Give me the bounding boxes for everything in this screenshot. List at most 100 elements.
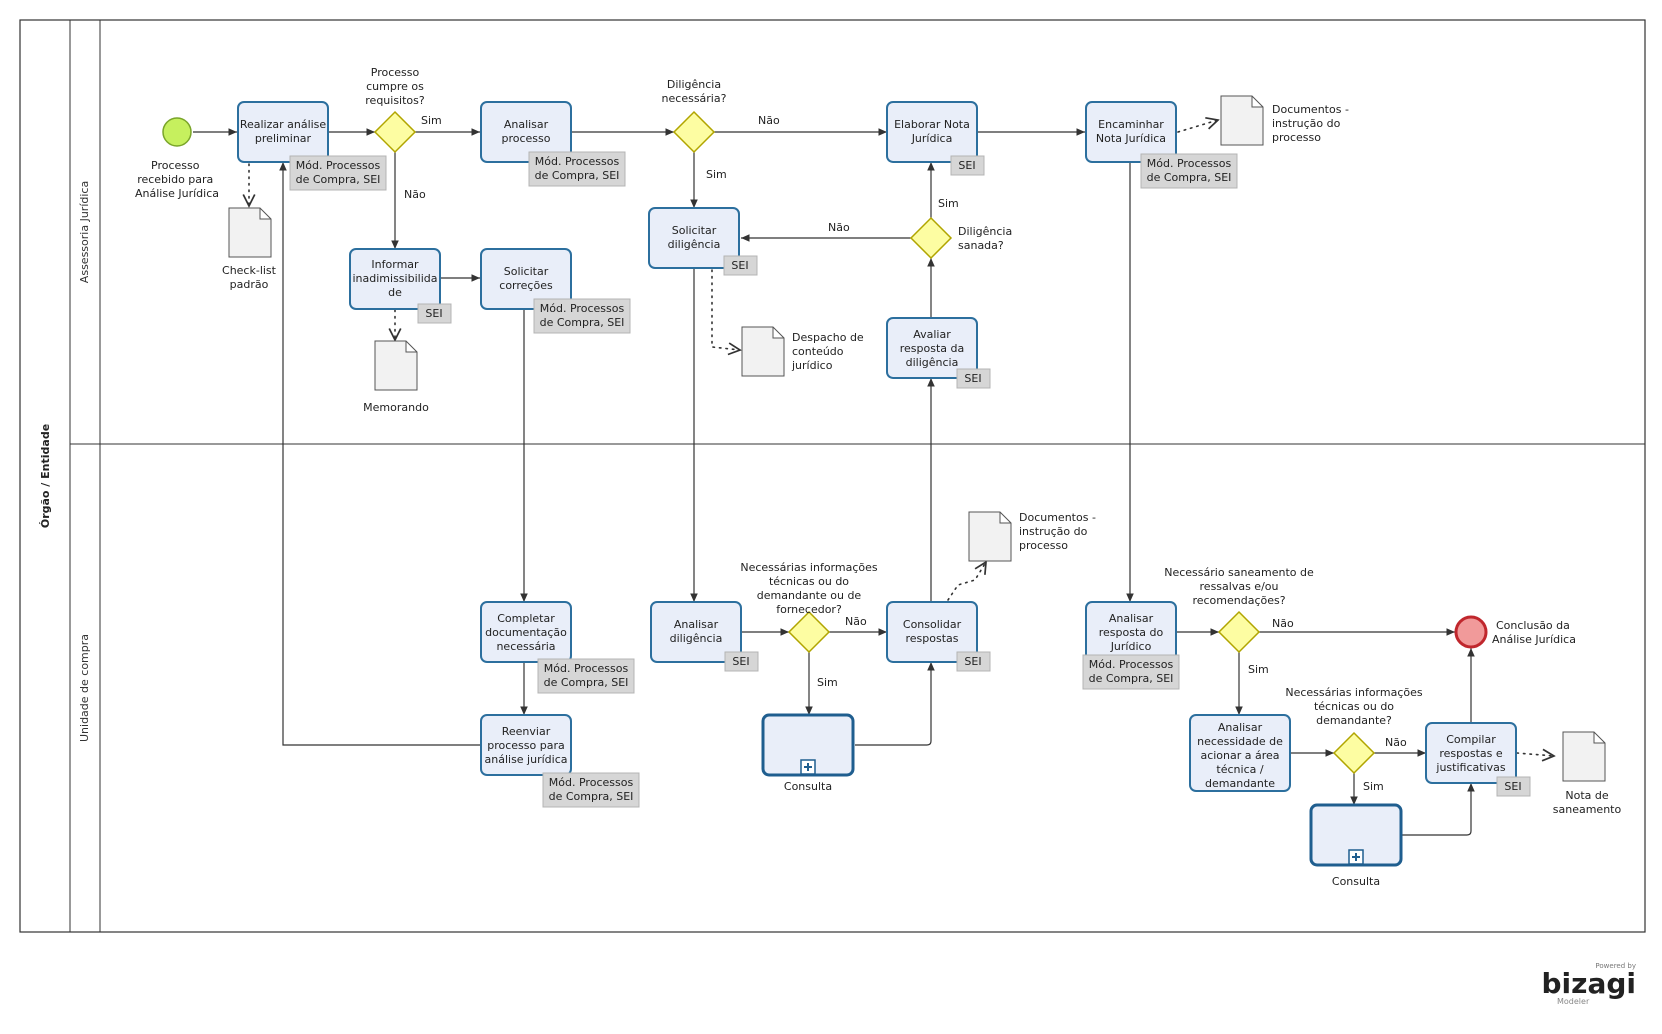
sequence-flows (193, 128, 1475, 836)
powered-by-text: Powered by (1595, 962, 1636, 970)
associations (249, 120, 1554, 756)
label-g6-nao: Não (1385, 736, 1407, 749)
label-g5-nao: Não (1272, 617, 1294, 630)
flow-consulta1-consolidar (855, 662, 935, 746)
svg-text:Consulta: Consulta (1332, 875, 1380, 888)
start-event-circle (162, 117, 192, 147)
system-tag: SEI (1496, 776, 1531, 797)
document-icon (968, 511, 1012, 562)
label-g2-nao: Não (758, 114, 780, 127)
label-g5-sim: Sim (1248, 663, 1269, 676)
svg-text:Processo recebido para: Processo recebido para Análise Jurídica (135, 159, 219, 200)
system-tag: SEI (417, 303, 452, 324)
subprocess-consulta-2[interactable]: Consulta (1309, 803, 1403, 888)
end-event-label: Análise Jurídica (1492, 633, 1576, 646)
document-icon (741, 326, 785, 377)
pool-label: Órgão / Entidade (39, 424, 52, 528)
label-g4-nao: Não (845, 615, 867, 628)
flow-labels: Sim Não Não Sim Sim Não Não Sim Não Sim … (404, 114, 1407, 793)
svg-text:SEI: SEI (425, 307, 442, 320)
document-memorando: Memorando (363, 340, 429, 414)
svg-text:SEI: SEI (964, 372, 981, 385)
svg-text:SEI: SEI (731, 259, 748, 272)
svg-text:SEI: SEI (732, 655, 749, 668)
end-event-circle (1454, 615, 1488, 649)
system-tag: SEI (723, 255, 758, 276)
system-tag: SEI (950, 155, 985, 176)
label-g3-sim: Sim (938, 197, 959, 210)
lane-label-assessoria: Assessoria Jurídica (78, 181, 91, 283)
flow-consulta2-compilar (1401, 783, 1475, 836)
subprocess-consulta-1[interactable]: Consulta (761, 713, 855, 793)
label-g1-sim: Sim (421, 114, 442, 127)
label-g1-nao: Não (404, 188, 426, 201)
start-event: Processo recebido para Análise Jurídica (135, 117, 219, 200)
document-icon (1562, 731, 1606, 782)
start-event-label: Análise Jurídica (135, 187, 219, 200)
start-event-label: recebido para (137, 173, 213, 186)
svg-text:SEI: SEI (958, 159, 975, 172)
svg-text:Memorando: Memorando (363, 401, 429, 414)
system-tag: SEI (956, 368, 991, 389)
flow-reenviar-realizar (279, 162, 480, 746)
svg-text:SEI: SEI (964, 655, 981, 668)
bizagi-logo: Powered by bizagi Modeler (1542, 962, 1636, 1006)
label-g3-nao: Não (828, 221, 850, 234)
label-g6-sim: Sim (1363, 780, 1384, 793)
end-event: Conclusão da Análise Jurídica (1454, 615, 1576, 649)
document-icon (228, 207, 272, 258)
modeler-text: Modeler (1557, 997, 1590, 1006)
